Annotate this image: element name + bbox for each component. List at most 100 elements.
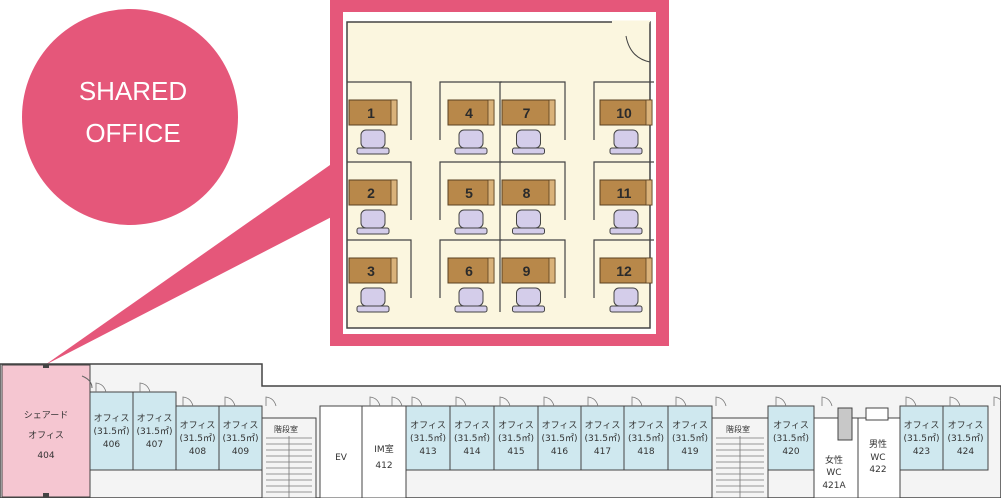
desk-side <box>390 257 398 284</box>
room-404 <box>1 364 91 498</box>
door-swing <box>224 396 236 407</box>
callout-pointer <box>45 165 345 365</box>
desk <box>447 179 495 206</box>
room-404-num: 404 <box>37 451 54 461</box>
room-406 <box>89 391 134 471</box>
door-swing <box>95 382 107 393</box>
room-419-line2: (31.5㎡) <box>672 433 708 444</box>
room-416-line2: (31.5㎡) <box>541 433 577 444</box>
room-404-marker-top <box>43 364 49 368</box>
door-swing <box>631 396 643 407</box>
desk-side <box>548 257 556 284</box>
chair-base <box>609 227 643 235</box>
desk-number: 6 <box>465 263 473 279</box>
room-417 <box>580 405 625 471</box>
desk-number: 9 <box>523 263 531 279</box>
chair-base <box>356 147 390 155</box>
desk-partition <box>347 161 412 220</box>
room-414-line1: オフィス <box>454 420 490 431</box>
room-424 <box>942 405 989 471</box>
room-412 <box>361 405 407 498</box>
room-407-num: 407 <box>146 440 163 450</box>
stairs-1-label: 階段室 <box>274 424 298 434</box>
room-416-line1: オフィス <box>542 420 578 431</box>
callout-circle <box>22 9 238 225</box>
room-421a-shaft <box>837 407 853 441</box>
chair-base <box>454 147 488 155</box>
desk-side <box>645 99 653 126</box>
room-424-num: 424 <box>957 447 974 457</box>
door-swing <box>391 396 403 407</box>
door-swing <box>543 396 555 407</box>
room-409-line1: オフィス <box>223 420 259 431</box>
desk-partition <box>500 81 566 140</box>
room-418 <box>623 405 669 471</box>
door-swing <box>455 396 467 407</box>
room-422-line1: 男性 <box>869 438 887 450</box>
door-swing <box>265 396 277 407</box>
desk-partition <box>593 239 654 298</box>
door-swing <box>949 396 961 407</box>
desk <box>599 257 653 284</box>
desk-number: 7 <box>523 105 531 121</box>
desk-partition <box>439 81 502 140</box>
room-424-line2: (31.5㎡) <box>947 433 983 444</box>
door-swing <box>499 396 511 407</box>
room-408-line1: オフィス <box>180 420 216 431</box>
door-swing <box>411 396 423 407</box>
room-406-line1: オフィス <box>94 413 130 424</box>
room-408 <box>175 405 220 471</box>
room-413-num: 413 <box>419 447 436 457</box>
room-415-line2: (31.5㎡) <box>498 433 534 444</box>
room-409-num: 409 <box>232 447 249 457</box>
room-408-num: 408 <box>189 447 206 457</box>
room-422-num: 422 <box>869 465 886 475</box>
chair-base <box>454 227 488 235</box>
stairs-2-steps <box>716 436 764 498</box>
chair <box>360 209 386 229</box>
room-423 <box>899 405 944 471</box>
desk-side <box>390 179 398 206</box>
room-419-line1: オフィス <box>672 420 708 431</box>
chair-base <box>356 305 390 313</box>
room-409-line2: (31.5㎡) <box>222 433 258 444</box>
desk <box>599 99 653 126</box>
desk-number: 5 <box>465 185 473 201</box>
room-421a-num: 421A <box>822 481 846 491</box>
desk <box>348 257 398 284</box>
chair <box>458 209 484 229</box>
chair <box>516 129 541 149</box>
chair <box>458 287 484 307</box>
chair <box>613 209 639 229</box>
desk-number: 1 <box>367 105 375 121</box>
room-group: オフィス (31.5㎡) 406 オフィス (31.5㎡) 407 オフィス (31.5㎡) 4… <box>89 391 989 471</box>
room-418-line1: オフィス <box>628 420 664 431</box>
door-swing <box>587 396 599 407</box>
room-422-line2: WC <box>870 453 885 463</box>
room-414-line2: (31.5㎡) <box>454 433 490 444</box>
desk-partition <box>439 239 502 298</box>
desk-number: 3 <box>367 263 375 279</box>
desk <box>501 257 556 284</box>
desk-number: 10 <box>616 105 632 121</box>
room-406-num: 406 <box>103 440 120 450</box>
room-423-line2: (31.5㎡) <box>903 433 939 444</box>
chair <box>613 129 639 149</box>
room-407-line1: オフィス <box>137 413 173 424</box>
door-swing <box>821 396 833 407</box>
desk <box>501 99 556 126</box>
desk <box>599 179 653 206</box>
desk-partition <box>593 81 654 140</box>
desk-side <box>390 99 398 126</box>
chair <box>516 209 541 229</box>
room-420-num: 420 <box>782 447 799 457</box>
desk-side <box>645 179 653 206</box>
room-404-line2: オフィス <box>28 430 64 441</box>
room-414-num: 414 <box>463 447 480 457</box>
room-419-num: 419 <box>681 447 698 457</box>
desk-side <box>487 257 495 284</box>
room-413 <box>405 405 451 471</box>
desk-partition <box>500 239 566 298</box>
desk-side <box>487 179 495 206</box>
stairs-2-label: 階段室 <box>726 424 750 434</box>
